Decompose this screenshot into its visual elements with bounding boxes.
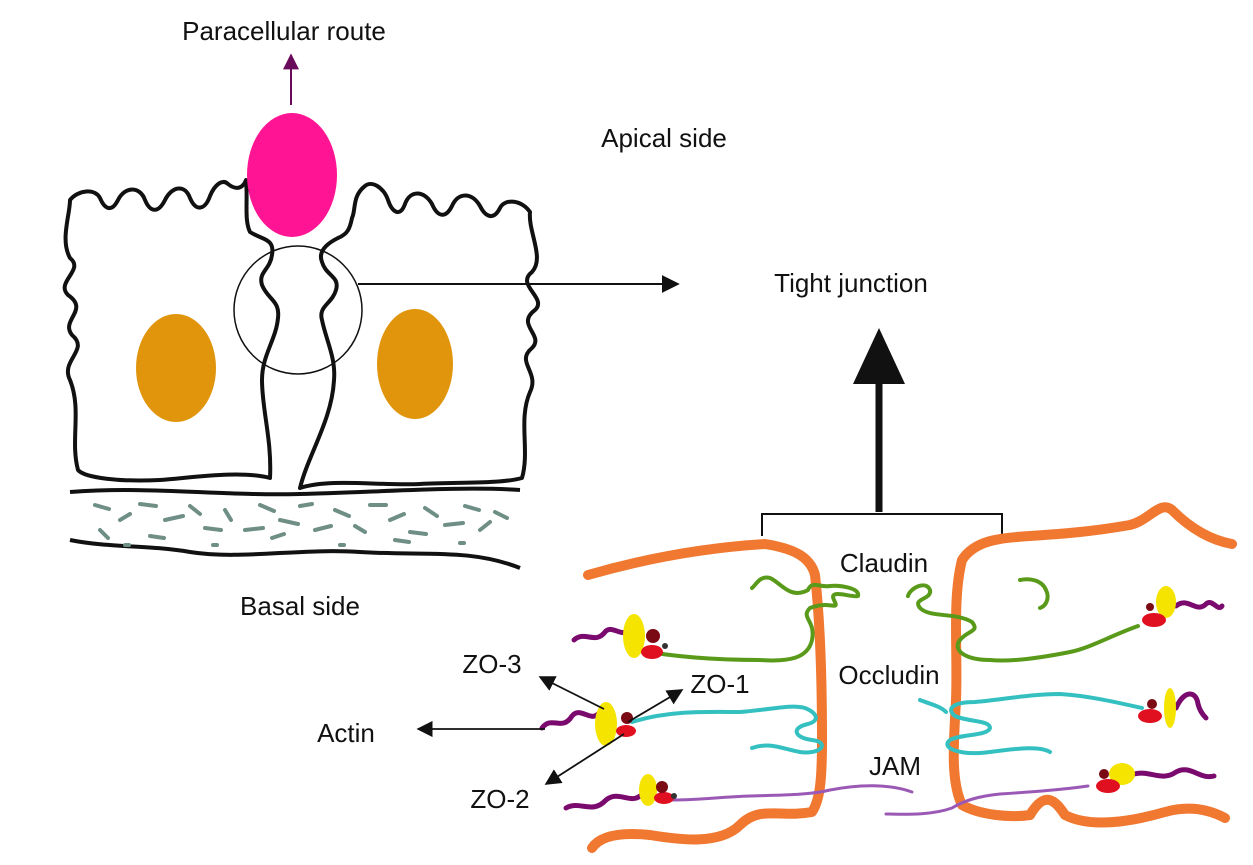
actin-top-right xyxy=(1173,600,1225,610)
basal-boundary-top xyxy=(69,486,521,497)
jam-label: JAM xyxy=(869,751,921,781)
zo2-pointer xyxy=(544,733,625,785)
zo2-label: ZO-2 xyxy=(470,784,529,814)
paracellular-molecule xyxy=(247,113,337,237)
bracket xyxy=(761,513,1003,536)
actin-label: Actin xyxy=(317,718,375,748)
jam-strands xyxy=(670,784,1090,816)
claudin-strands xyxy=(636,575,1140,663)
upward-arrow xyxy=(853,328,905,512)
zo-complex-mid-right xyxy=(1138,688,1176,728)
right-membrane xyxy=(948,502,1237,828)
zo1-pointer xyxy=(627,689,684,723)
zo-complex-bottom-left xyxy=(639,774,677,806)
basal-boundary-bottom xyxy=(69,538,521,570)
actin-bottom-right xyxy=(1131,767,1217,780)
zo1-label: ZO-1 xyxy=(690,669,749,699)
right-cell-outline xyxy=(298,181,540,490)
occludin-label: Occludin xyxy=(838,660,939,690)
zo3-label: ZO-3 xyxy=(462,649,521,679)
zo-complex-bottom-right xyxy=(1096,763,1135,793)
basal-side-label: Basal side xyxy=(240,591,360,621)
actin-filaments xyxy=(539,600,1225,811)
actin-top-left xyxy=(571,626,631,643)
apical-side-label: Apical side xyxy=(601,123,727,153)
paracellular-route-label: Paracellular route xyxy=(182,16,386,46)
right-nucleus xyxy=(377,309,453,419)
zo3-pointer xyxy=(538,676,605,710)
claudin-label: Claudin xyxy=(840,548,928,578)
actin-mid-right xyxy=(1173,691,1209,721)
left-nucleus xyxy=(136,314,216,422)
left-membrane xyxy=(583,539,827,853)
epithelial-cells xyxy=(62,178,540,490)
label-pointers xyxy=(416,676,684,785)
actin-mid-left xyxy=(539,710,601,731)
actin-bottom-left xyxy=(563,793,643,811)
matrix-fibers xyxy=(93,502,509,547)
tight-junction-highlight-circle xyxy=(233,245,363,375)
occludin-strands xyxy=(630,692,1144,756)
cell-membranes xyxy=(583,502,1237,853)
left-cell-outline xyxy=(62,178,281,483)
zo-complex-top-left xyxy=(623,614,668,659)
basement-membrane xyxy=(69,486,521,570)
tight-junction-label: Tight junction xyxy=(774,268,928,298)
zo-complex-top-right xyxy=(1142,586,1176,627)
